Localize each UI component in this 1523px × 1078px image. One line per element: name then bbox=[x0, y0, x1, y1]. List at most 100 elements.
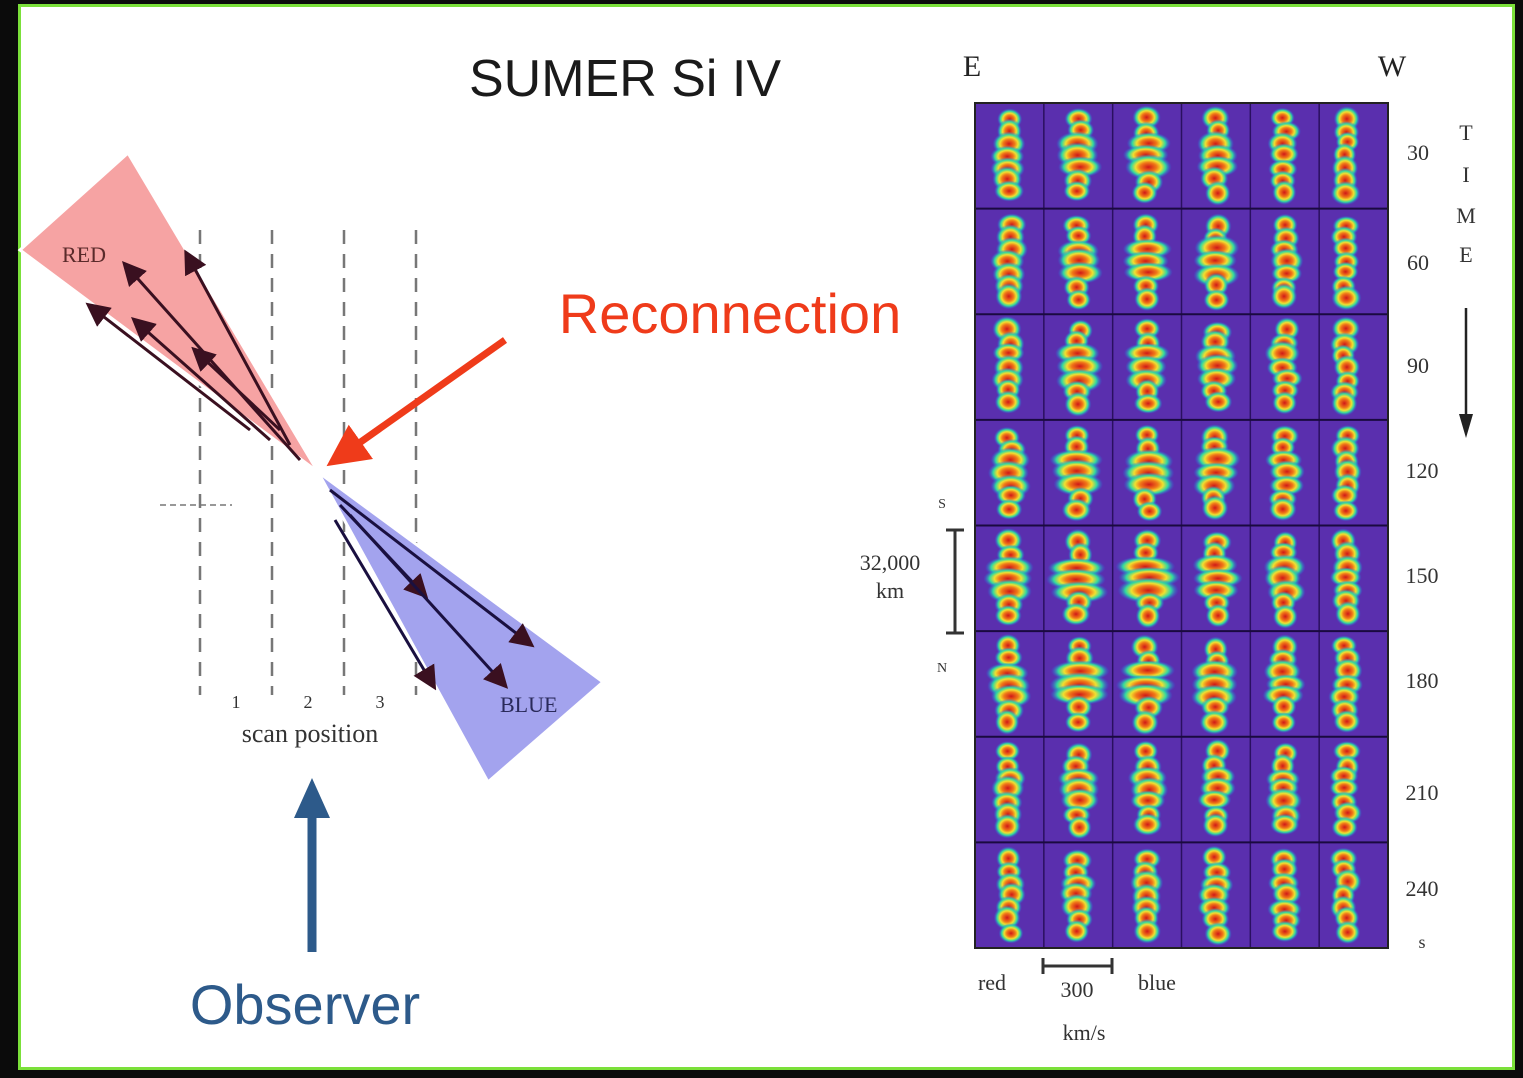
spectrum-cell bbox=[1329, 528, 1363, 627]
spectral-blob bbox=[1270, 813, 1300, 836]
scale-value: 32,000 bbox=[860, 550, 921, 575]
spectral-blob bbox=[1332, 740, 1361, 762]
spectral-blob bbox=[1268, 497, 1297, 521]
spectral-blob bbox=[994, 605, 1022, 626]
spectrum-cell bbox=[1330, 106, 1361, 206]
spectrum-cell bbox=[1127, 740, 1169, 836]
spectral-blob bbox=[1331, 816, 1358, 839]
spectral-blob bbox=[1270, 283, 1298, 310]
time-arrow-head bbox=[1459, 414, 1473, 438]
blue-cone bbox=[316, 470, 606, 785]
spectrum-cell bbox=[1196, 105, 1239, 206]
time-letter-i: I bbox=[1462, 162, 1469, 187]
spectral-blob bbox=[1271, 920, 1299, 943]
spectrum-cell bbox=[983, 528, 1034, 626]
spectral-blob bbox=[1131, 709, 1159, 736]
spectral-blob bbox=[1050, 683, 1109, 706]
spectra-panel: E W 30 60 90 120 150 180 210 240 s T I M… bbox=[860, 50, 1476, 1045]
spectrum-cell bbox=[1193, 213, 1240, 311]
spectral-blob bbox=[1272, 180, 1297, 205]
spectral-blob bbox=[1329, 777, 1360, 798]
scan-position-3: 3 bbox=[376, 692, 385, 712]
time-tick-180: 180 bbox=[1406, 668, 1439, 693]
spectrum-cell bbox=[1267, 107, 1301, 205]
velocity-unit: km/s bbox=[1063, 1020, 1106, 1045]
time-tick-60: 60 bbox=[1407, 250, 1429, 275]
spectral-blob bbox=[995, 283, 1023, 310]
spectral-blob bbox=[1205, 603, 1231, 628]
spectrum-cell bbox=[1191, 636, 1238, 735]
spectral-blob bbox=[1064, 919, 1090, 943]
spectral-blob bbox=[1134, 287, 1160, 311]
spectral-blob bbox=[1204, 922, 1232, 946]
spectral-blob bbox=[1271, 694, 1297, 719]
spectrum-cell bbox=[1059, 849, 1097, 943]
spectral-blob bbox=[1203, 289, 1230, 311]
spectrum-cell bbox=[991, 741, 1026, 839]
velocity-value: 300 bbox=[1061, 977, 1094, 1002]
spectral-blob bbox=[1132, 813, 1163, 836]
red-label: RED bbox=[62, 242, 106, 267]
spectral-blob bbox=[1272, 391, 1297, 415]
east-label: E bbox=[963, 50, 981, 83]
scan-position-1: 1 bbox=[232, 692, 241, 712]
spectral-blob bbox=[998, 923, 1024, 944]
spectral-blob bbox=[1202, 813, 1229, 838]
spectral-blob bbox=[1201, 495, 1229, 521]
spectral-blob bbox=[1199, 710, 1230, 735]
time-letter-t: T bbox=[1459, 120, 1473, 145]
scale-unit: km bbox=[876, 578, 904, 603]
spectra-cells bbox=[974, 102, 1389, 949]
spectrum-cell bbox=[1267, 848, 1302, 943]
spectral-blob bbox=[994, 390, 1022, 414]
spectrum-cell bbox=[1122, 105, 1172, 204]
spectrum-cell bbox=[990, 108, 1026, 202]
spectral-blob bbox=[1117, 577, 1179, 604]
spectrum-cell bbox=[1328, 635, 1363, 733]
spectral-blob bbox=[1333, 709, 1361, 733]
spectral-blob bbox=[1064, 391, 1092, 417]
spectrum-cell bbox=[1049, 636, 1110, 733]
spectral-blob bbox=[1064, 711, 1092, 733]
spectra-frame bbox=[974, 102, 1389, 949]
west-label: W bbox=[1378, 50, 1407, 83]
spectrum-cell bbox=[1330, 215, 1362, 311]
time-tick-240: 240 bbox=[1406, 876, 1439, 901]
spectral-blob bbox=[1123, 262, 1173, 283]
scale-top-label: S bbox=[938, 497, 946, 512]
spectral-blob bbox=[993, 813, 1021, 839]
time-tick-30: 30 bbox=[1407, 140, 1429, 165]
spectral-blob bbox=[1061, 602, 1091, 626]
spectrum-cell bbox=[1329, 847, 1362, 945]
spectral-blob bbox=[1205, 180, 1231, 206]
observer-label: Observer bbox=[190, 973, 420, 1036]
spectral-blob bbox=[1272, 604, 1298, 629]
spectral-blob bbox=[1269, 143, 1299, 166]
spectrum-cell bbox=[1122, 213, 1173, 311]
spectrum-cell bbox=[1329, 316, 1361, 417]
spectral-blob bbox=[994, 180, 1025, 202]
scan-position-2: 2 bbox=[304, 692, 313, 712]
spectral-blob bbox=[1053, 472, 1104, 497]
scan-schematic: RED BLUE 1 2 3 scan position bbox=[17, 150, 606, 785]
spectral-blob bbox=[1193, 579, 1239, 601]
spectral-blob bbox=[994, 647, 1023, 668]
spectrum-cell bbox=[1122, 424, 1175, 522]
spectral-blob bbox=[1330, 181, 1361, 206]
spectral-blob bbox=[994, 741, 1021, 762]
spectral-blob bbox=[994, 709, 1020, 735]
velocity-blue-label: blue bbox=[1138, 970, 1176, 995]
blue-label: BLUE bbox=[500, 692, 557, 717]
spectral-blob bbox=[1335, 601, 1361, 627]
spectrum-cell bbox=[1329, 740, 1362, 839]
reconnection-label: Reconnection bbox=[559, 282, 901, 345]
time-letter-m: M bbox=[1456, 203, 1476, 228]
spectrum-cell bbox=[1192, 531, 1243, 628]
spectrum-cell bbox=[1197, 845, 1234, 946]
spectrum-cell bbox=[1265, 742, 1302, 836]
time-unit: s bbox=[1418, 932, 1425, 952]
spectrum-cell bbox=[1194, 321, 1239, 413]
spectrum-cell bbox=[1264, 317, 1303, 415]
